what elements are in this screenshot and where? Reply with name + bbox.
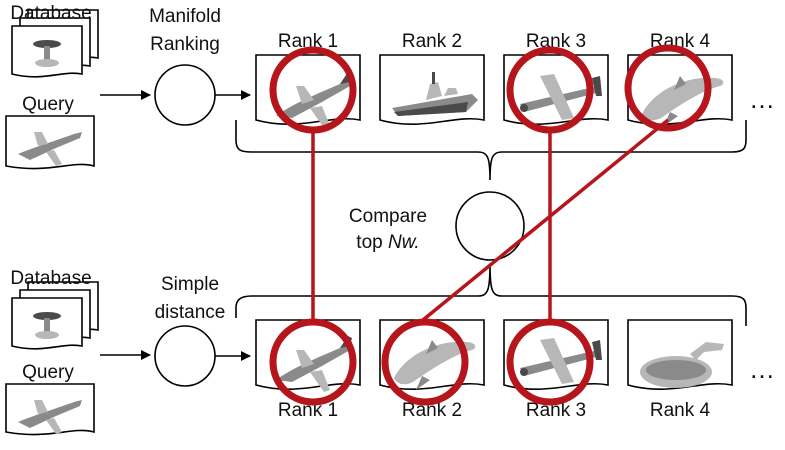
bottom-database-stack bbox=[11, 281, 99, 350]
bottom-rank-2-label: Rank 2 bbox=[402, 400, 462, 421]
top-highlight-ring-3 bbox=[506, 46, 594, 134]
bottom-rank-1-label: Rank 1 bbox=[278, 400, 338, 421]
top-rank-2-label: Rank 2 bbox=[402, 31, 462, 52]
bottom-highlight-ring-1 bbox=[269, 318, 357, 406]
top-result-1 bbox=[255, 54, 361, 128]
bottom-highlight-ring-2 bbox=[381, 318, 469, 406]
bottom-database-label: Database bbox=[10, 268, 91, 289]
top-result-3 bbox=[503, 54, 609, 126]
bottom-method-label-1: Simple bbox=[161, 274, 219, 295]
top-highlight-ring-4 bbox=[624, 44, 712, 132]
top-query-label: Query bbox=[22, 94, 74, 115]
bottom-query-doc bbox=[5, 383, 95, 436]
bottom-highlight-ring-3 bbox=[506, 318, 594, 406]
top-result-2 bbox=[379, 54, 485, 126]
top-method-label-2: Ranking bbox=[150, 34, 220, 55]
top-highlight-ring-1 bbox=[269, 46, 357, 134]
bottom-query-label: Query bbox=[22, 362, 74, 383]
top-ellipsis: … bbox=[749, 84, 775, 114]
top-method-label-1: Manifold bbox=[149, 6, 221, 27]
top-database-label: Database bbox=[10, 3, 91, 24]
top-query-doc bbox=[5, 115, 95, 170]
compare-label-1: Compare bbox=[349, 206, 427, 227]
bottom-rank-4-label: Rank 4 bbox=[650, 400, 711, 421]
top-brace bbox=[235, 120, 747, 181]
bottom-ellipsis: … bbox=[749, 354, 775, 384]
bottom-method-node bbox=[154, 325, 216, 387]
bottom-method-label-2: distance bbox=[155, 302, 226, 323]
bottom-rank-3-label: Rank 3 bbox=[526, 400, 586, 421]
top-database-stack bbox=[11, 9, 99, 78]
top-method-node bbox=[154, 64, 216, 126]
top-rank-3-label: Rank 3 bbox=[526, 31, 586, 52]
compare-node bbox=[455, 191, 525, 261]
top-rank-1-label: Rank 1 bbox=[278, 31, 338, 52]
match-line-dolphin bbox=[416, 118, 670, 326]
bottom-result-4 bbox=[627, 319, 733, 391]
compare-label-2: top Nw. bbox=[356, 232, 419, 253]
